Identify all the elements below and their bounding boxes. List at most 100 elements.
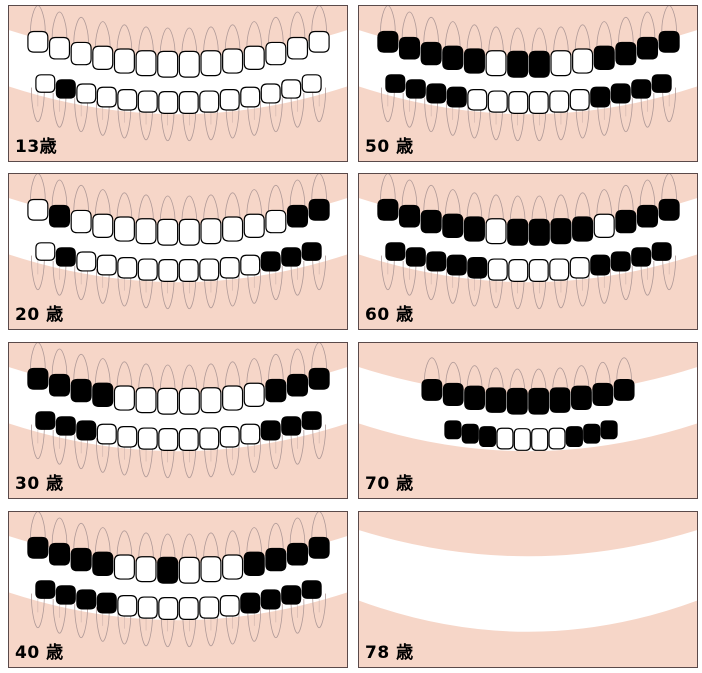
lost-tooth [529, 388, 549, 414]
remaining-tooth [114, 49, 134, 73]
lost-tooth [486, 388, 506, 412]
lost-tooth [93, 383, 113, 406]
age-label: 13歳 [15, 132, 57, 157]
remaining-tooth [159, 429, 178, 451]
remaining-tooth [71, 42, 91, 64]
lost-tooth [616, 210, 636, 232]
panel-age-20: 20 歳 [8, 173, 348, 330]
panel-age-50: 50 歳 [358, 5, 698, 162]
remaining-tooth [550, 91, 569, 112]
lost-tooth [443, 46, 463, 69]
remaining-tooth [468, 90, 487, 110]
remaining-tooth [158, 219, 178, 245]
panel-age-30: 30 歳 [8, 342, 348, 499]
remaining-tooth [201, 557, 221, 582]
lost-tooth [71, 548, 91, 570]
remaining-tooth [159, 260, 178, 282]
remaining-tooth [594, 214, 614, 237]
lost-tooth [36, 412, 55, 429]
age-label: 70 歳 [365, 469, 414, 494]
lost-tooth [572, 386, 592, 409]
remaining-tooth [241, 424, 260, 444]
remaining-tooth [266, 210, 286, 232]
remaining-tooth [220, 427, 239, 447]
age-label: 50 歳 [365, 132, 414, 157]
lost-tooth [464, 217, 484, 241]
remaining-tooth [93, 46, 113, 69]
panel-age-13: 13歳 [8, 5, 348, 162]
lost-tooth [550, 388, 570, 412]
lost-tooth [464, 49, 484, 73]
lost-tooth [50, 375, 70, 396]
remaining-tooth [486, 51, 506, 76]
remaining-tooth [114, 386, 134, 410]
remaining-tooth [179, 219, 199, 245]
remaining-tooth [201, 219, 221, 244]
remaining-tooth [201, 388, 221, 413]
lost-tooth [443, 384, 463, 406]
lost-tooth [158, 557, 178, 583]
remaining-tooth [220, 90, 239, 110]
remaining-tooth [179, 429, 198, 451]
lost-tooth [632, 248, 651, 266]
remaining-tooth [551, 51, 571, 76]
lost-tooth [56, 80, 75, 98]
remaining-tooth [158, 51, 178, 77]
remaining-tooth [220, 596, 239, 616]
lost-tooth [638, 206, 658, 227]
remaining-tooth [223, 386, 243, 410]
remaining-tooth [223, 49, 243, 73]
remaining-tooth [570, 258, 589, 278]
lost-tooth [282, 417, 301, 435]
lost-tooth [508, 51, 528, 77]
remaining-tooth [241, 87, 260, 107]
remaining-tooth [549, 428, 565, 449]
lost-tooth [593, 384, 613, 406]
lost-tooth [302, 581, 321, 598]
remaining-tooth [118, 258, 137, 278]
lost-tooth [529, 51, 549, 77]
lost-tooth [601, 421, 617, 439]
remaining-tooth [529, 260, 548, 282]
remaining-tooth [97, 255, 116, 275]
remaining-tooth [529, 92, 548, 114]
lost-tooth [611, 84, 630, 103]
remaining-tooth [138, 597, 157, 618]
lost-tooth [445, 421, 461, 439]
remaining-tooth [114, 555, 134, 579]
remaining-tooth [261, 84, 280, 103]
lost-tooth [659, 200, 679, 221]
lost-tooth [573, 217, 593, 241]
lost-tooth [36, 581, 55, 598]
lost-tooth [584, 424, 600, 443]
lost-tooth [50, 544, 70, 565]
remaining-tooth [200, 91, 219, 112]
remaining-tooth [514, 429, 530, 451]
lost-tooth [421, 42, 441, 64]
lost-tooth [261, 421, 280, 440]
lost-tooth [56, 586, 75, 604]
remaining-tooth [497, 428, 513, 449]
lost-tooth [50, 206, 70, 227]
lost-tooth [386, 243, 405, 260]
lost-tooth [447, 255, 466, 275]
remaining-tooth [136, 51, 156, 76]
lost-tooth [616, 42, 636, 64]
remaining-tooth [97, 424, 116, 444]
lost-tooth [566, 427, 582, 447]
lost-tooth [551, 219, 571, 244]
lost-tooth [406, 248, 425, 266]
remaining-tooth [532, 429, 548, 451]
remaining-tooth [223, 217, 243, 241]
remaining-tooth [136, 219, 156, 244]
remaining-tooth [118, 427, 137, 447]
remaining-tooth [179, 388, 199, 414]
lost-tooth [591, 87, 610, 107]
lost-tooth [465, 386, 485, 409]
remaining-tooth [118, 90, 137, 110]
lost-tooth [288, 375, 308, 396]
remaining-tooth [509, 260, 528, 282]
lost-tooth [659, 32, 679, 53]
remaining-tooth [241, 255, 260, 275]
